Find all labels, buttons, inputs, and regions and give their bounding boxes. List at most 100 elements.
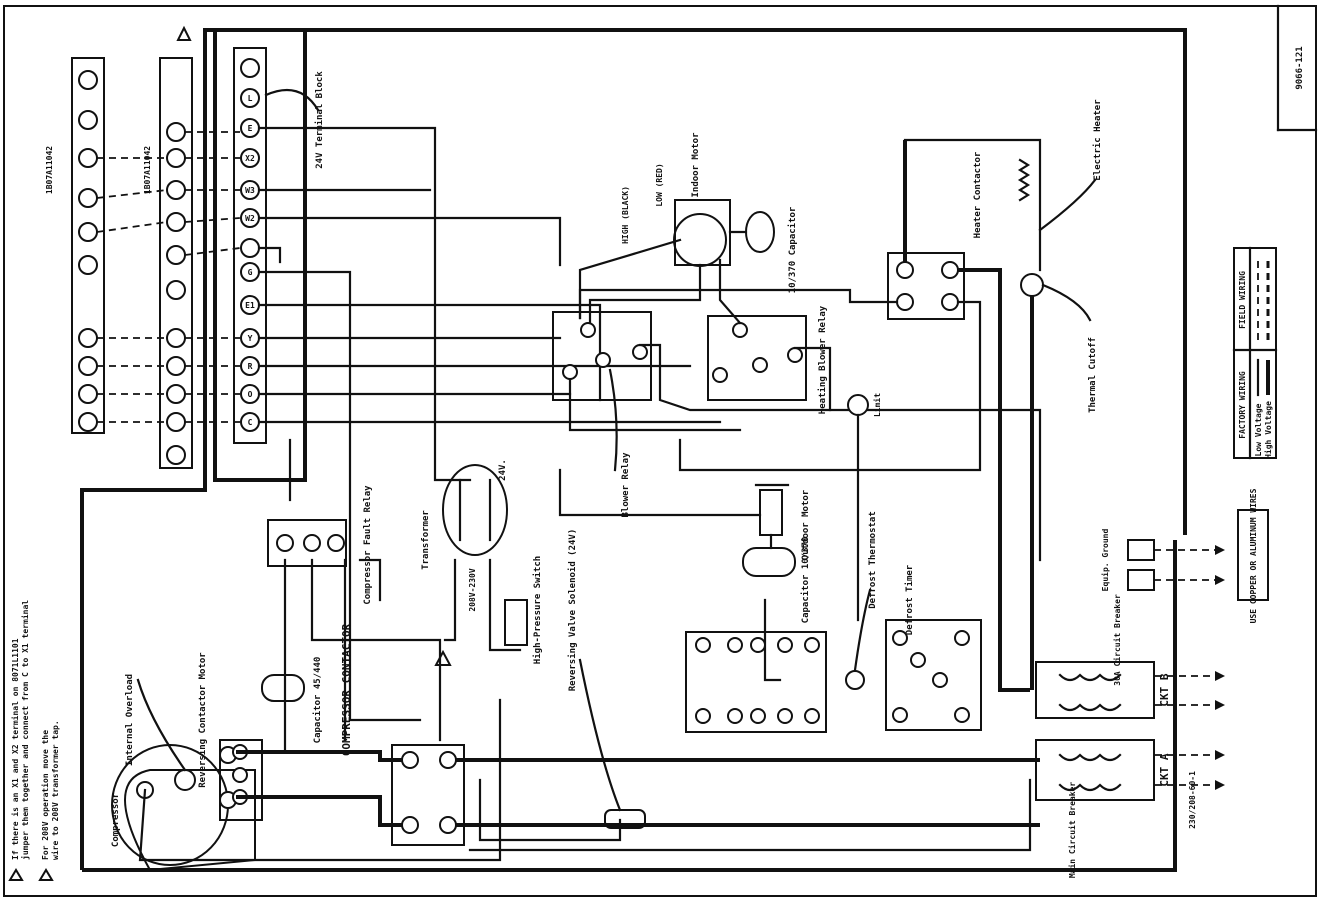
note-1-triangle-icon	[8, 868, 24, 881]
high-speed-label: HIGH (BLACK)	[621, 186, 630, 244]
terminal-label-r: R	[248, 362, 253, 371]
ckt-a-label: CKT A	[1158, 753, 1171, 786]
terminal-label-w3: W3	[245, 186, 255, 195]
reversing-contactor-label: Reversing Contactor Motor	[197, 652, 208, 788]
limit-label: Limit	[872, 393, 882, 417]
breaker-contacts	[1058, 673, 1122, 792]
ground-lug-1	[1127, 539, 1155, 561]
internal-overload-icon	[174, 769, 196, 791]
models-a: 1B07A11042	[45, 146, 54, 194]
heating-blower-relay-terms	[712, 322, 803, 383]
defrost-thermostat	[845, 670, 865, 690]
compressor-fault-relay	[267, 519, 347, 567]
copper-note: USE COPPER OR ALUMINUM WIRES	[1249, 488, 1258, 623]
compressor-label: Compressor	[111, 792, 121, 847]
page-border	[3, 5, 1317, 897]
main-circuit-breaker	[1035, 739, 1155, 801]
terminal-block-24v	[233, 47, 267, 444]
transformer-label: Transformer	[421, 510, 431, 570]
thermostat-strip-1	[71, 57, 105, 434]
compressor-contactor	[391, 744, 465, 846]
outer-wire-loop	[80, 28, 1187, 870]
defrost-thermostat-leader	[853, 588, 872, 672]
capacitor-45-440	[261, 674, 305, 702]
heater-wires	[578, 140, 1034, 692]
ground-lug-2	[1127, 569, 1155, 591]
low-speed-label: LOW (RED)	[655, 163, 664, 206]
note-2b: wire to 208V transformer tap.	[50, 720, 60, 860]
outdoor-motor-wire	[558, 468, 762, 517]
fault-relay-term-1	[276, 534, 294, 552]
terminal-label-y: Y	[248, 334, 253, 343]
indoor-capacitor-label: 10/370 Capacitor	[787, 206, 798, 293]
outdoor-motor	[759, 489, 783, 536]
transformer	[442, 464, 508, 556]
limit-switch	[847, 394, 869, 416]
terminal-label-l: L	[248, 94, 253, 103]
terminal-label-g: G	[248, 268, 253, 277]
legend-box	[1233, 247, 1277, 459]
note-1b: jumper them together and connect from C …	[20, 600, 30, 860]
heating-blower-relay	[707, 315, 807, 401]
compressor-housing	[124, 769, 256, 872]
terminal-label-x2: X2	[245, 154, 255, 163]
heater-breaker-label: 30A Circuit Breaker	[1112, 594, 1122, 686]
terminal-label-e1: E1	[245, 301, 255, 310]
transformer-primary-wire	[443, 558, 457, 642]
outdoor-motor-label: Outdoor Motor	[801, 489, 811, 560]
electric-heater-leader	[1038, 178, 1097, 232]
heater-circuit-breaker	[1035, 661, 1155, 719]
ground-arrow-1-icon	[1215, 545, 1225, 555]
compressor-contactor-terms	[401, 751, 457, 834]
note-2-triangle-icon	[38, 868, 54, 881]
thermal-cutoff	[1020, 273, 1044, 297]
blower-relay-label: Blower Relay	[621, 452, 631, 518]
transformer-24v: 24V.	[498, 459, 508, 481]
thermostat-terminals-2	[166, 122, 186, 465]
reversing-contactor-motor	[219, 739, 263, 821]
heating-blower-relay-label: Heating Blower Relay	[817, 305, 828, 414]
indoor-capacitor	[745, 211, 775, 253]
thermostat-terminals-1	[78, 70, 98, 432]
thermal-cutoff-leader	[1041, 283, 1092, 322]
low-voltage-wires	[257, 126, 722, 722]
internal-overload-label: Internal Overload	[125, 674, 135, 766]
main-breaker-label: Main Circuit Breaker	[1067, 782, 1077, 879]
terminal-label-e: E	[248, 124, 253, 133]
copper-note-box	[1237, 509, 1269, 601]
terminal-label-c: C	[248, 418, 253, 427]
supply-arrows	[1155, 671, 1225, 790]
indoor-motor-label: Indoor Motor	[691, 132, 701, 198]
legend-high-voltage: High Voltage	[1263, 401, 1273, 459]
supply-label: 230/208-60-1	[1188, 771, 1197, 829]
terminal-label-o: O	[248, 390, 253, 399]
field-wiring-thermostat	[96, 131, 241, 423]
reversing-valve-label: Reversing Valve Solenoid (24V)	[567, 529, 578, 692]
outdoor-capacitor	[742, 547, 796, 577]
thermal-cutoff-label: Thermal Cutoff	[1088, 337, 1098, 413]
legend-field-title: FIELD WIRING	[1238, 271, 1247, 329]
warning-triangle-icon	[176, 25, 192, 41]
electric-heater-wire	[903, 138, 1042, 272]
ground-arrow-2-icon	[1215, 575, 1225, 585]
overload-leader	[136, 678, 187, 772]
defrost-timer-terms	[892, 630, 970, 723]
capacitor-45-label: Capacitor 45/440	[312, 657, 323, 744]
compressor-fault-relay-label: Compressor Fault Relay	[363, 485, 373, 605]
transformer-line-label: 208V-230V	[468, 568, 477, 612]
electric-heater-label: Electric Heater	[1092, 99, 1103, 181]
transformer-secondary-wire	[488, 558, 522, 652]
terminal-labels: C O R Y E1 G W2 W3 X2 E L	[245, 94, 255, 427]
indoor-motor	[673, 213, 727, 267]
capacitor-10-label: Capacitor 10/370	[800, 537, 811, 624]
diagram-id: 9066-121	[1295, 46, 1305, 89]
fault-relay-term-2	[303, 534, 321, 552]
high-pressure-label: High-Pressure Switch	[532, 556, 543, 664]
defrost-timer	[885, 619, 982, 731]
outdoor-cap-wire	[763, 598, 782, 682]
models-b: 1B07A11042	[143, 146, 152, 194]
defrost-timer-label: Defrost Timer	[904, 564, 915, 635]
reversing-valve-leader	[578, 658, 622, 812]
